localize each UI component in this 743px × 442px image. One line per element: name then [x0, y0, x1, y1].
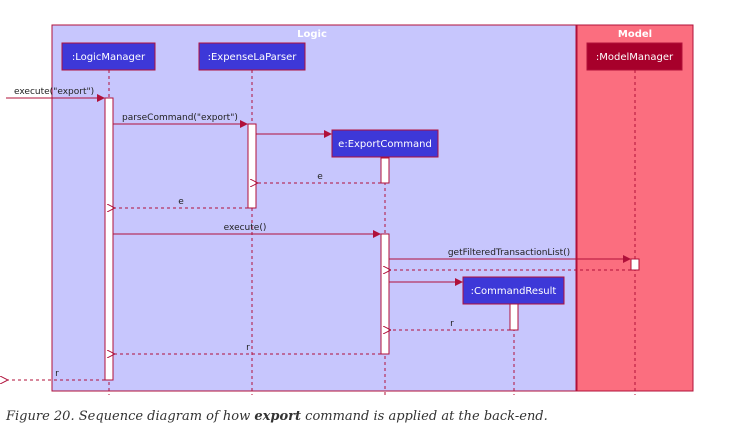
- activation-export-command-execute: [380, 233, 390, 355]
- activation-bars: [104, 97, 640, 381]
- message-return-e-to-logic: e: [114, 197, 248, 208]
- message-return-r-to-command-label: r: [450, 319, 454, 329]
- participant-model-manager: :ModelManager: [586, 42, 683, 71]
- participant-command-result-label: :CommandResult: [471, 286, 557, 297]
- caption-prefix: Figure 20. Sequence diagram of how: [6, 409, 255, 424]
- participant-export-command-label: e:ExportCommand: [338, 139, 432, 150]
- message-return-r-to-command: r: [390, 319, 510, 330]
- figure-caption: Figure 20. Sequence diagram of how expor…: [6, 409, 736, 424]
- participant-expense-la-parser: :ExpenseLaParser: [198, 42, 306, 71]
- message-return-r-to-logic: r: [114, 343, 381, 354]
- message-parse-command-label: parseCommand("export"): [122, 113, 238, 123]
- message-return-e-to-logic-label: e: [178, 197, 184, 207]
- participant-logic-manager: :LogicManager: [61, 42, 156, 71]
- logic-box-label: Logic: [297, 29, 327, 40]
- message-execute: execute(): [113, 223, 381, 238]
- model-box-label: Model: [618, 29, 652, 40]
- participant-export-command: e:ExportCommand: [331, 129, 439, 158]
- participant-model-manager-label: :ModelManager: [596, 52, 674, 63]
- activation-model-manager: [630, 258, 640, 271]
- message-return-e-to-parser: e: [257, 172, 381, 183]
- message-return-r-out-label: r: [55, 369, 59, 379]
- activation-command-result: [509, 303, 519, 331]
- sequence-diagram: Logic Model :LogicManager :ExpenseLaPars…: [0, 24, 694, 395]
- caption-command-name: export: [254, 409, 302, 424]
- message-get-filtered-transaction-list: getFilteredTransactionList(): [389, 248, 631, 263]
- activation-export-command-create: [380, 157, 390, 184]
- message-get-filtered-transaction-list-label: getFilteredTransactionList(): [448, 248, 570, 258]
- message-execute-export-label: execute("export"): [14, 87, 94, 97]
- message-execute-label: execute(): [224, 223, 267, 233]
- message-return-r-to-logic-label: r: [246, 343, 250, 353]
- message-execute-export: execute("export"): [6, 87, 105, 102]
- participant-command-result: :CommandResult: [462, 276, 565, 305]
- message-return-r-out: r: [7, 369, 105, 380]
- activation-logic-manager: [104, 97, 114, 381]
- logic-box: Logic: [51, 24, 577, 392]
- message-return-e-to-parser-label: e: [317, 172, 323, 182]
- activation-expense-la-parser: [247, 123, 257, 209]
- participant-expense-la-parser-label: :ExpenseLaParser: [208, 52, 298, 63]
- caption-suffix: command is applied at the back-end.: [301, 409, 548, 424]
- participant-logic-manager-label: :LogicManager: [72, 52, 146, 63]
- message-parse-command: parseCommand("export"): [113, 113, 248, 128]
